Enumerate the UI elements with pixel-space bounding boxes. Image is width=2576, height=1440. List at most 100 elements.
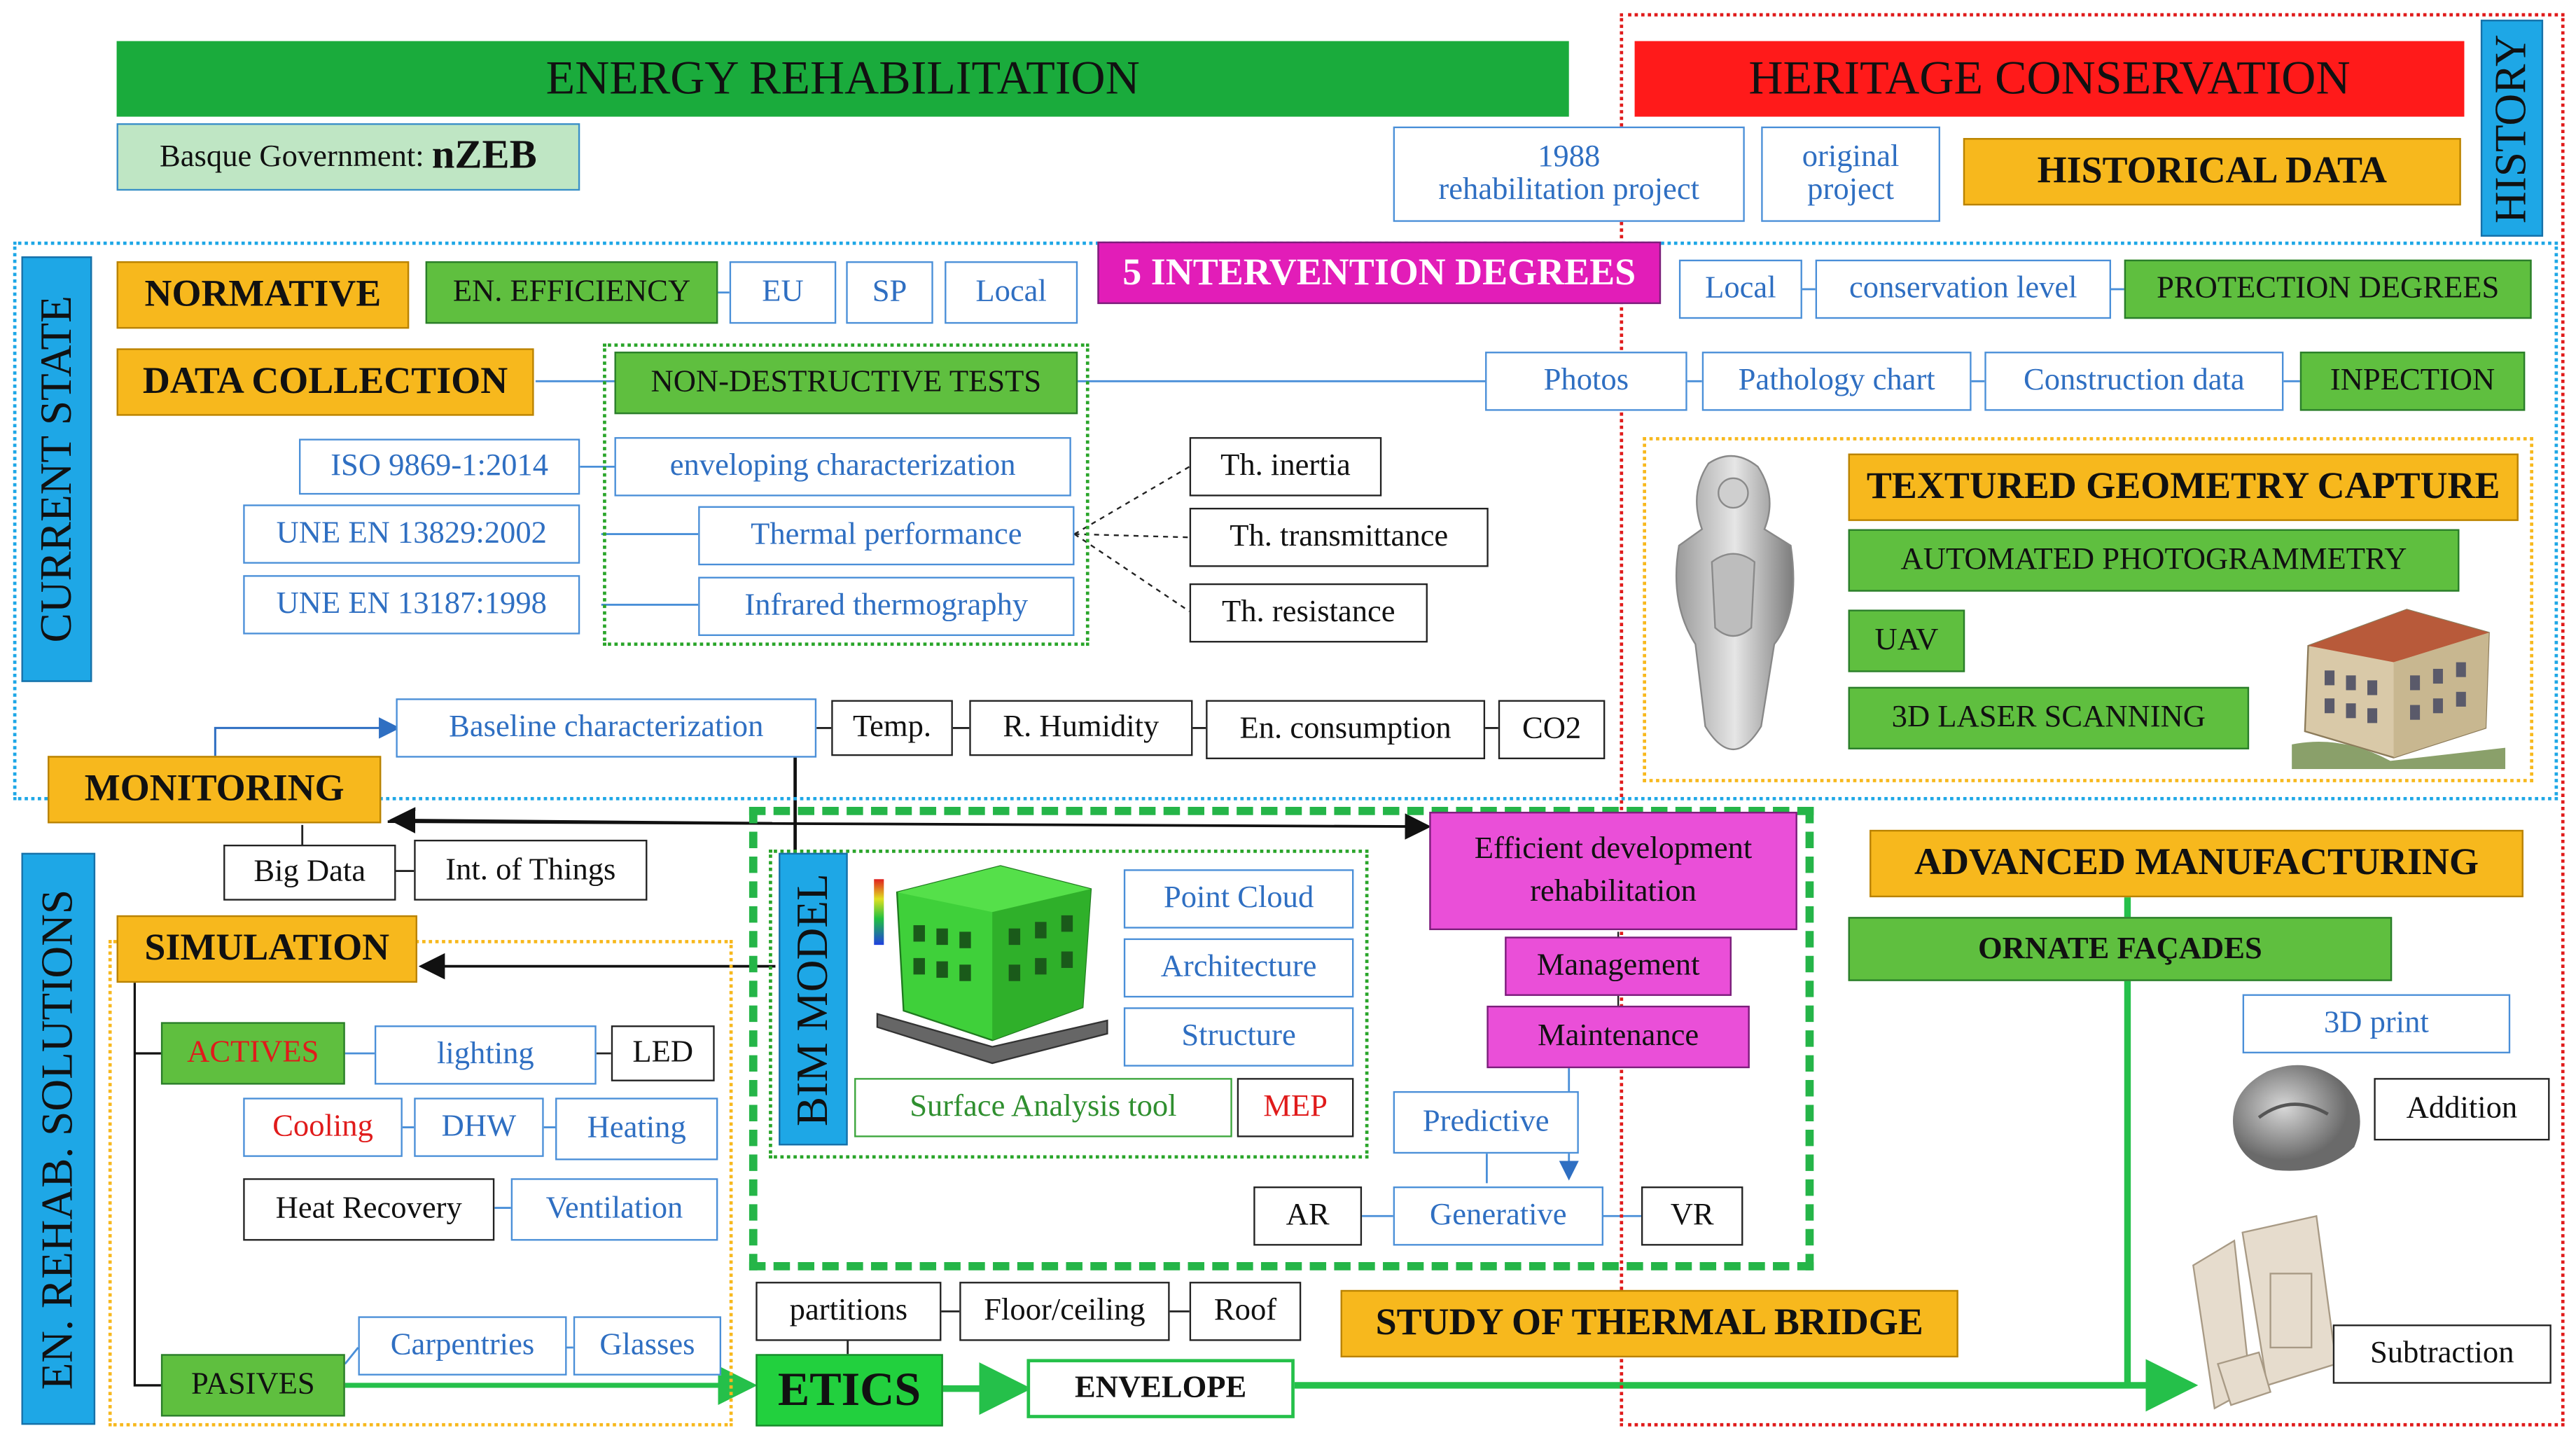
adv-manufacturing-box: ADVANCED MANUFACTURING (1870, 829, 2523, 898)
glasses-box: Glasses (573, 1316, 722, 1376)
energy-rehab-header: ENERGY REHABILITATION (116, 41, 1569, 117)
uav-box: UAV (1848, 609, 1965, 672)
local-right-box: Local (1678, 259, 1802, 319)
efficient-line2: rehabilitation (1530, 874, 1697, 909)
ventilation-box: Ventilation (510, 1178, 718, 1241)
th-transmittance-box: Th. transmittance (1189, 508, 1489, 567)
sculpture-scan-image (1659, 447, 1807, 775)
ornament-addition-image (2210, 1052, 2374, 1184)
dhw-box: DHW (414, 1098, 544, 1157)
building-photogrammetry-image (2292, 597, 2506, 770)
thermal-performance-box: Thermal performance (698, 506, 1075, 566)
vr-box: VR (1641, 1186, 1743, 1246)
roof-box: Roof (1189, 1282, 1302, 1341)
historical-data-box: HISTORICAL DATA (1963, 138, 2461, 206)
bim-inner-region (769, 850, 1369, 1159)
en-efficiency-box: EN. EFFICIENCY (425, 261, 718, 324)
basque-box: Basque Government: nZEB (116, 123, 580, 191)
bim-model-label: BIM MODEL (779, 852, 848, 1146)
history-label: HISTORY (2480, 20, 2544, 237)
original-project-box: original project (1761, 126, 1940, 222)
temp-box: Temp. (831, 700, 953, 756)
iot-box: Int. of Things (414, 839, 648, 901)
ar-box: AR (1253, 1186, 1363, 1246)
laser-scanning-box: 3D LASER SCANNING (1848, 686, 2250, 749)
cooling-box: Cooling (243, 1098, 403, 1157)
ndt-region (603, 343, 1089, 646)
simulation-box: SIMULATION (116, 915, 417, 983)
baseline-box: Baseline characterization (396, 698, 817, 758)
floor-ceiling-box: Floor/ceiling (959, 1282, 1170, 1341)
pathology-box: Pathology chart (1701, 352, 1972, 411)
pasives-box: PASIVES (160, 1354, 345, 1417)
ornament-subtraction-image (2185, 1208, 2350, 1413)
print3d-box: 3D print (2242, 994, 2511, 1053)
intervention-degrees-box: 5 INTERVENTION DEGREES (1097, 241, 1662, 305)
bim-region (749, 807, 1814, 1271)
nzeb-label: nZEB (431, 133, 537, 179)
photos-box: Photos (1485, 352, 1687, 411)
geometry-region (1643, 437, 2533, 782)
actives-box: ACTIVES (160, 1022, 345, 1085)
inpection-box: INPECTION (2299, 352, 2526, 411)
eu-box: EU (729, 261, 837, 324)
thermal-bridge-box: STUDY OF THERMAL BRIDGE (1340, 1289, 1958, 1358)
simulation-region (108, 940, 733, 1427)
etics-box: ETICS (756, 1354, 943, 1427)
point-cloud-box: Point Cloud (1123, 869, 1354, 929)
protection-degrees-box: PROTECTION DEGREES (2124, 259, 2532, 319)
rehab-1988-line2: rehabilitation project (1438, 172, 1700, 207)
maintenance-box: Maintenance (1487, 1005, 1750, 1069)
original-line1: original (1802, 139, 1900, 174)
architecture-box: Architecture (1123, 938, 1354, 998)
textured-geometry-box: TEXTURED GEOMETRY CAPTURE (1848, 453, 2519, 521)
generative-box: Generative (1393, 1186, 1603, 1246)
conservation-level-box: conservation level (1815, 259, 2111, 319)
heating-box: Heating (555, 1098, 718, 1161)
humidity-box: R. Humidity (969, 700, 1193, 756)
co2-box: CO2 (1498, 700, 1606, 759)
basque-label: Basque Government: (160, 139, 432, 174)
auto-photogrammetry-box: AUTOMATED PHOTOGRAMMETRY (1848, 529, 2460, 592)
predictive-box: Predictive (1393, 1091, 1579, 1154)
consumption-box: En. consumption (1206, 700, 1486, 759)
addition-box: Addition (2374, 1078, 2550, 1141)
surface-analysis-box: Surface Analysis tool (854, 1078, 1232, 1137)
data-collection-box: DATA COLLECTION (116, 348, 534, 416)
structure-box: Structure (1123, 1007, 1354, 1067)
iso-box: ISO 9869-1:2014 (299, 438, 580, 495)
construction-box: Construction data (1984, 352, 2284, 411)
th-resistance-box: Th. resistance (1189, 583, 1428, 643)
bim-building-model-image (861, 863, 1115, 1068)
local-box: Local (945, 261, 1078, 324)
efficient-development-box: Efficient development rehabilitation (1429, 812, 1797, 931)
sp-box: SP (846, 261, 933, 324)
subtraction-box: Subtraction (2332, 1324, 2551, 1384)
carpentries-box: Carpentries (358, 1316, 567, 1376)
original-line2: project (1807, 172, 1894, 207)
enveloping-box: enveloping characterization (614, 437, 1071, 497)
ornate-facades-box: ORNATE FAÇADES (1848, 917, 2393, 981)
th-inertia-box: Th. inertia (1189, 437, 1382, 497)
en-rehab-solutions-label: EN. REHAB. SOLUTIONS (21, 852, 96, 1425)
rehab-1988-box: 1988 rehabilitation project (1393, 126, 1745, 222)
une1-box: UNE EN 13829:2002 (243, 504, 580, 564)
infrared-box: Infrared thermography (698, 576, 1075, 637)
ndt-box: NON-DESTRUCTIVE TESTS (614, 352, 1078, 415)
une2-box: UNE EN 13187:1998 (243, 575, 580, 635)
rehab-1988-line1: 1988 (1538, 139, 1601, 174)
monitoring-box: MONITORING (48, 756, 382, 824)
efficient-line1: Efficient development (1474, 832, 1753, 867)
heritage-region (1620, 13, 2565, 1427)
partitions-box: partitions (756, 1282, 942, 1341)
heat-recovery-box: Heat Recovery (243, 1178, 495, 1241)
mep-box: MEP (1237, 1078, 1354, 1137)
current-state-label: CURRENT STATE (21, 256, 92, 682)
envelope-box: ENVELOPE (1026, 1359, 1295, 1418)
management-box: Management (1505, 936, 1732, 996)
normative-box: NORMATIVE (116, 261, 410, 329)
led-box: LED (611, 1025, 715, 1081)
lighting-box: lighting (374, 1025, 597, 1085)
heritage-header: HERITAGE CONSERVATION (1634, 41, 2465, 117)
